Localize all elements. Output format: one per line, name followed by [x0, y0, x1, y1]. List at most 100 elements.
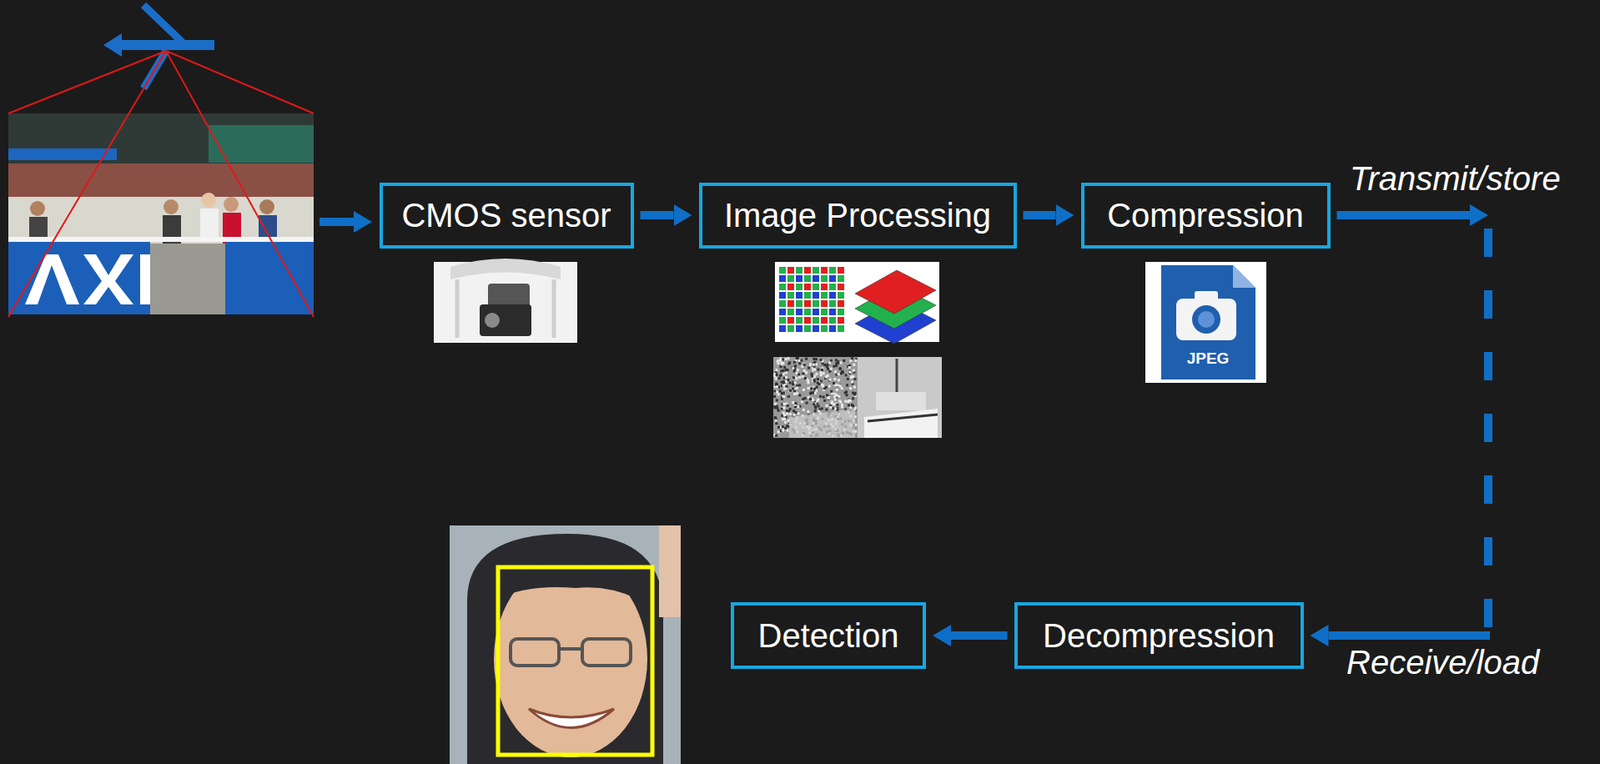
bayer-cell	[812, 308, 820, 316]
noise-speck	[834, 370, 837, 373]
bayer-cell	[804, 325, 811, 333]
noise-speck	[853, 392, 856, 396]
process-box: Image Processing	[699, 182, 1017, 249]
bayer-cell	[804, 300, 811, 307]
box-label: Decompression	[1042, 617, 1275, 655]
photo-banner-mark	[25, 254, 80, 305]
bayer-cell	[812, 283, 820, 291]
noise-speck	[794, 357, 798, 360]
box-label: Detection	[758, 617, 900, 655]
noise-speck	[774, 422, 778, 425]
noise-speck	[774, 368, 778, 372]
noise-speck	[780, 362, 784, 366]
noise-speck	[784, 357, 787, 361]
noise-speck	[794, 402, 797, 405]
noise-speck	[828, 378, 831, 382]
noise-speck	[805, 402, 809, 405]
noise-speck	[830, 390, 833, 393]
noise-speck	[789, 412, 792, 416]
bayer-cell	[829, 316, 836, 324]
color-plane	[855, 270, 936, 314]
noise-speck	[809, 362, 812, 366]
bayer-cell	[820, 266, 828, 274]
noise-speck	[825, 404, 829, 408]
noise-speck	[786, 378, 790, 382]
noise-speck	[825, 365, 829, 368]
noise-speck	[812, 363, 816, 367]
document-shape	[1161, 265, 1256, 380]
bayer-cell	[795, 316, 803, 324]
noise-speck	[795, 386, 799, 389]
bayer-cell	[820, 325, 828, 333]
bayer-cell	[787, 275, 795, 282]
noise-speck	[809, 392, 812, 395]
noise-speck	[845, 390, 848, 393]
noise-speck	[777, 426, 780, 429]
noise-speck	[809, 397, 812, 401]
detection-box	[498, 567, 653, 755]
photo-banner-mark	[83, 254, 134, 305]
noise-speck	[775, 373, 779, 377]
camera-body	[479, 304, 532, 337]
noise-speck	[820, 407, 824, 410]
photo-banner	[8, 241, 151, 315]
bayer-cell	[812, 316, 820, 324]
noise-speck	[801, 372, 805, 375]
denoise-picture	[773, 357, 942, 438]
bayer-cell	[795, 266, 803, 274]
noise-speck	[835, 388, 839, 392]
drone-leg	[552, 279, 557, 338]
noise-speck	[813, 375, 816, 378]
field-of-view	[8, 50, 314, 317]
noise-speck	[836, 360, 840, 363]
noise-speck	[840, 405, 844, 408]
boat-hull	[789, 408, 856, 438]
noise-speck	[814, 392, 817, 395]
noise-speck	[785, 412, 789, 415]
bayer-cell	[795, 325, 803, 333]
arrow-segment	[1337, 211, 1471, 220]
bayer-cell	[787, 316, 795, 324]
bayer-cell	[812, 300, 820, 307]
boat-cabin	[875, 392, 926, 411]
glasses	[582, 638, 631, 666]
bayer-cell	[837, 308, 845, 316]
noise-speck	[798, 362, 801, 365]
noise-speck	[778, 377, 781, 380]
noise-speck	[798, 393, 801, 397]
noise-speck	[776, 407, 780, 410]
noise-speck	[779, 365, 782, 368]
noise-speck	[773, 395, 776, 398]
noise-speck	[849, 399, 852, 403]
noise-speck	[795, 377, 799, 380]
noise-speck	[849, 407, 852, 410]
noise-speck	[828, 385, 831, 388]
noise-speck	[833, 395, 836, 398]
noise-speck	[852, 363, 856, 367]
noise-speck	[828, 362, 831, 365]
arrow-segment	[1328, 631, 1491, 640]
noise-speck	[781, 425, 785, 428]
noise-speck	[826, 397, 830, 400]
noise-speck	[844, 400, 847, 403]
noise-speck	[802, 362, 806, 366]
noise-speck	[814, 409, 817, 413]
noise-speck	[791, 401, 795, 404]
noise-speck	[815, 357, 818, 361]
noise-speck	[789, 389, 792, 393]
bayer-cell	[779, 300, 786, 307]
noise-speck	[816, 377, 820, 381]
noise-speck	[854, 359, 857, 363]
noise-speck	[782, 392, 785, 395]
photo-person	[201, 192, 217, 208]
noise-speck	[851, 397, 855, 400]
noise-speck	[774, 402, 777, 406]
noise-speck	[784, 371, 788, 374]
noise-speck	[783, 402, 786, 406]
smile	[528, 709, 614, 729]
noise-speck	[825, 393, 829, 397]
glasses	[510, 638, 559, 666]
bayer-cell	[787, 291, 795, 299]
noise-speck	[819, 380, 822, 383]
drone-symbol	[103, 5, 215, 89]
